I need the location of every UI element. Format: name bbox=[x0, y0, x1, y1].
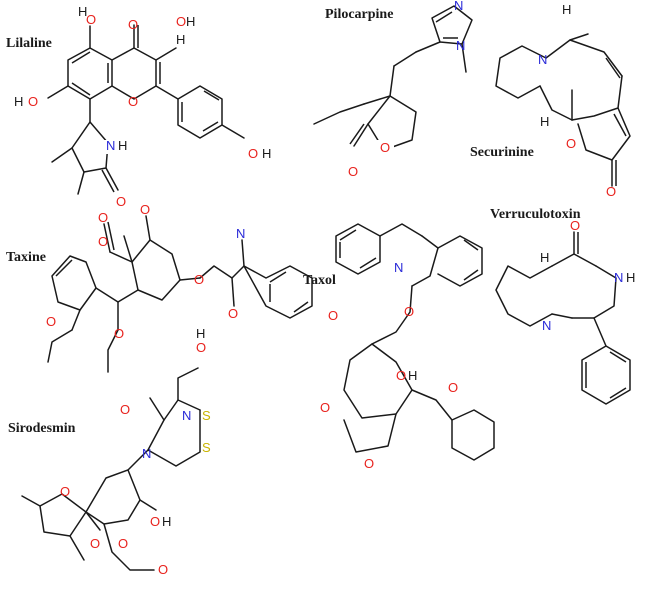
atom-o: O bbox=[128, 17, 138, 32]
atom-o: O bbox=[448, 380, 458, 395]
atom-o: O bbox=[150, 514, 160, 529]
atom-o: O bbox=[90, 536, 100, 551]
atom-o: O bbox=[86, 12, 96, 27]
molecule-name-verruculotoxin: Verruculotoxin bbox=[490, 207, 581, 222]
atom-h: H bbox=[118, 138, 127, 153]
molecule-name-securinine: Securinine bbox=[470, 145, 534, 160]
atom-o: O bbox=[98, 234, 108, 249]
atom-n: N bbox=[394, 260, 403, 275]
atom-h: H bbox=[176, 32, 185, 47]
atom-o: O bbox=[328, 308, 338, 323]
molecule-name-pilocarpine: Pilocarpine bbox=[325, 7, 393, 22]
atom-h: H bbox=[78, 4, 87, 19]
atom-h: H bbox=[196, 326, 205, 341]
atom-h: H bbox=[626, 270, 635, 285]
molecule-name-sirodesmin: Sirodesmin bbox=[8, 421, 76, 436]
atom-o: O bbox=[46, 314, 56, 329]
atom-o: O bbox=[566, 136, 576, 151]
atom-n: N bbox=[236, 226, 245, 241]
atom-o: O bbox=[380, 140, 390, 155]
atom-o: O bbox=[228, 306, 238, 321]
atom-o: O bbox=[114, 326, 124, 341]
atom-s: S bbox=[202, 440, 211, 455]
atom-o: O bbox=[364, 456, 374, 471]
molecule-name-taxine: Taxine bbox=[6, 250, 46, 265]
structure-taxol: O O O H O O N O bbox=[320, 223, 495, 471]
molecule-name-lilaline: Lilaline bbox=[6, 36, 52, 51]
atom-o: O bbox=[194, 272, 204, 287]
atom-o: O bbox=[98, 210, 108, 225]
atom-o: O bbox=[196, 340, 206, 355]
atom-o: O bbox=[348, 164, 358, 179]
atom-o: O bbox=[118, 536, 128, 551]
atom-n: N bbox=[454, 0, 463, 13]
atom-h: H bbox=[14, 94, 23, 109]
atom-o: O bbox=[248, 146, 258, 161]
structure-verruculotoxin: O N N H H bbox=[495, 218, 635, 405]
atom-h: H bbox=[562, 2, 571, 17]
atom-s: S bbox=[202, 408, 211, 423]
atom-n: N bbox=[142, 446, 151, 461]
atom-o: O bbox=[320, 400, 330, 415]
atom-o: O bbox=[60, 484, 70, 499]
atom-n: N bbox=[456, 38, 465, 53]
structure-pilocarpine: N N O O bbox=[313, 0, 473, 179]
atom-n: N bbox=[106, 138, 115, 153]
atom-n: N bbox=[614, 270, 623, 285]
atom-h: H bbox=[540, 114, 549, 129]
atom-h: H bbox=[162, 514, 171, 529]
atom-h: H bbox=[408, 368, 417, 383]
structure-taxine: O O O O O O O N bbox=[46, 202, 313, 373]
atom-n: N bbox=[538, 52, 547, 67]
atom-n: N bbox=[182, 408, 191, 423]
atom-o: O bbox=[570, 218, 580, 233]
atom-h: H bbox=[262, 146, 271, 161]
atom-o: O bbox=[158, 562, 168, 577]
atom-o: O bbox=[128, 94, 138, 109]
atom-o: O bbox=[396, 368, 406, 383]
atom-o: O bbox=[28, 94, 38, 109]
atom-o: O bbox=[120, 402, 130, 417]
structure-sirodesmin: O O N N S S O H O O H O O bbox=[21, 326, 211, 577]
atom-o: O bbox=[606, 184, 616, 199]
atom-o: O bbox=[176, 14, 186, 29]
atom-h: H bbox=[186, 14, 195, 29]
structure-lilaline: O O H H H O H O O O H N H O bbox=[14, 4, 271, 209]
atom-o: O bbox=[404, 304, 414, 319]
atom-o: O bbox=[140, 202, 150, 217]
atom-n: N bbox=[542, 318, 551, 333]
atom-h: H bbox=[540, 250, 549, 265]
atom-o: O bbox=[116, 194, 126, 209]
structure-securinine: N H H O O bbox=[495, 2, 631, 199]
